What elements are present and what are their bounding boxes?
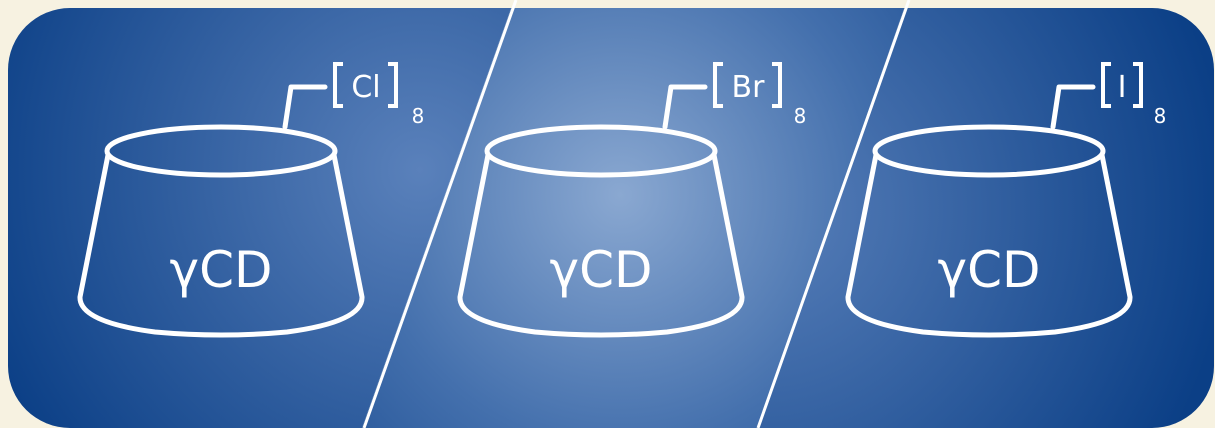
halide-subscript: 8 — [794, 104, 807, 128]
bracket-right — [388, 62, 398, 108]
cup-body — [845, 152, 1133, 338]
divider-left — [362, 0, 518, 428]
halide-group: Cl 8 — [333, 62, 425, 128]
bracket-right — [1133, 62, 1143, 108]
halide-subscript: 8 — [1154, 104, 1167, 128]
cup-body — [457, 152, 745, 338]
cyclodextrin-cup-chloride: γCD Cl 8 — [77, 62, 425, 338]
panel-middle — [362, 8, 907, 428]
halide-symbol: Cl — [351, 70, 380, 105]
halide-subscript: 8 — [412, 104, 425, 128]
halide-symbol: I — [1118, 70, 1127, 105]
attachment-line — [662, 84, 708, 130]
cup-label: γCD — [549, 241, 652, 299]
attachment-line — [1050, 84, 1096, 130]
bracket-left — [713, 62, 723, 108]
bracket-right — [772, 62, 782, 108]
cup-rim — [484, 124, 718, 178]
halide-symbol: Br — [732, 70, 766, 105]
bracket-left — [333, 62, 343, 108]
cup-rim — [104, 124, 338, 178]
panel-left — [8, 8, 514, 428]
attachment-line — [282, 84, 328, 130]
cup-body — [77, 152, 365, 338]
halide-group: I 8 — [1101, 62, 1167, 128]
cup-label: γCD — [169, 241, 272, 299]
bracket-left — [1101, 62, 1111, 108]
halide-group: Br 8 — [713, 62, 807, 128]
divider-right — [756, 0, 911, 428]
cyclodextrin-cup-bromide: γCD Br 8 — [457, 62, 807, 338]
cup-rim — [872, 124, 1106, 178]
cyclodextrin-cup-iodide: γCD I 8 — [845, 62, 1167, 338]
cup-label: γCD — [937, 241, 1040, 299]
